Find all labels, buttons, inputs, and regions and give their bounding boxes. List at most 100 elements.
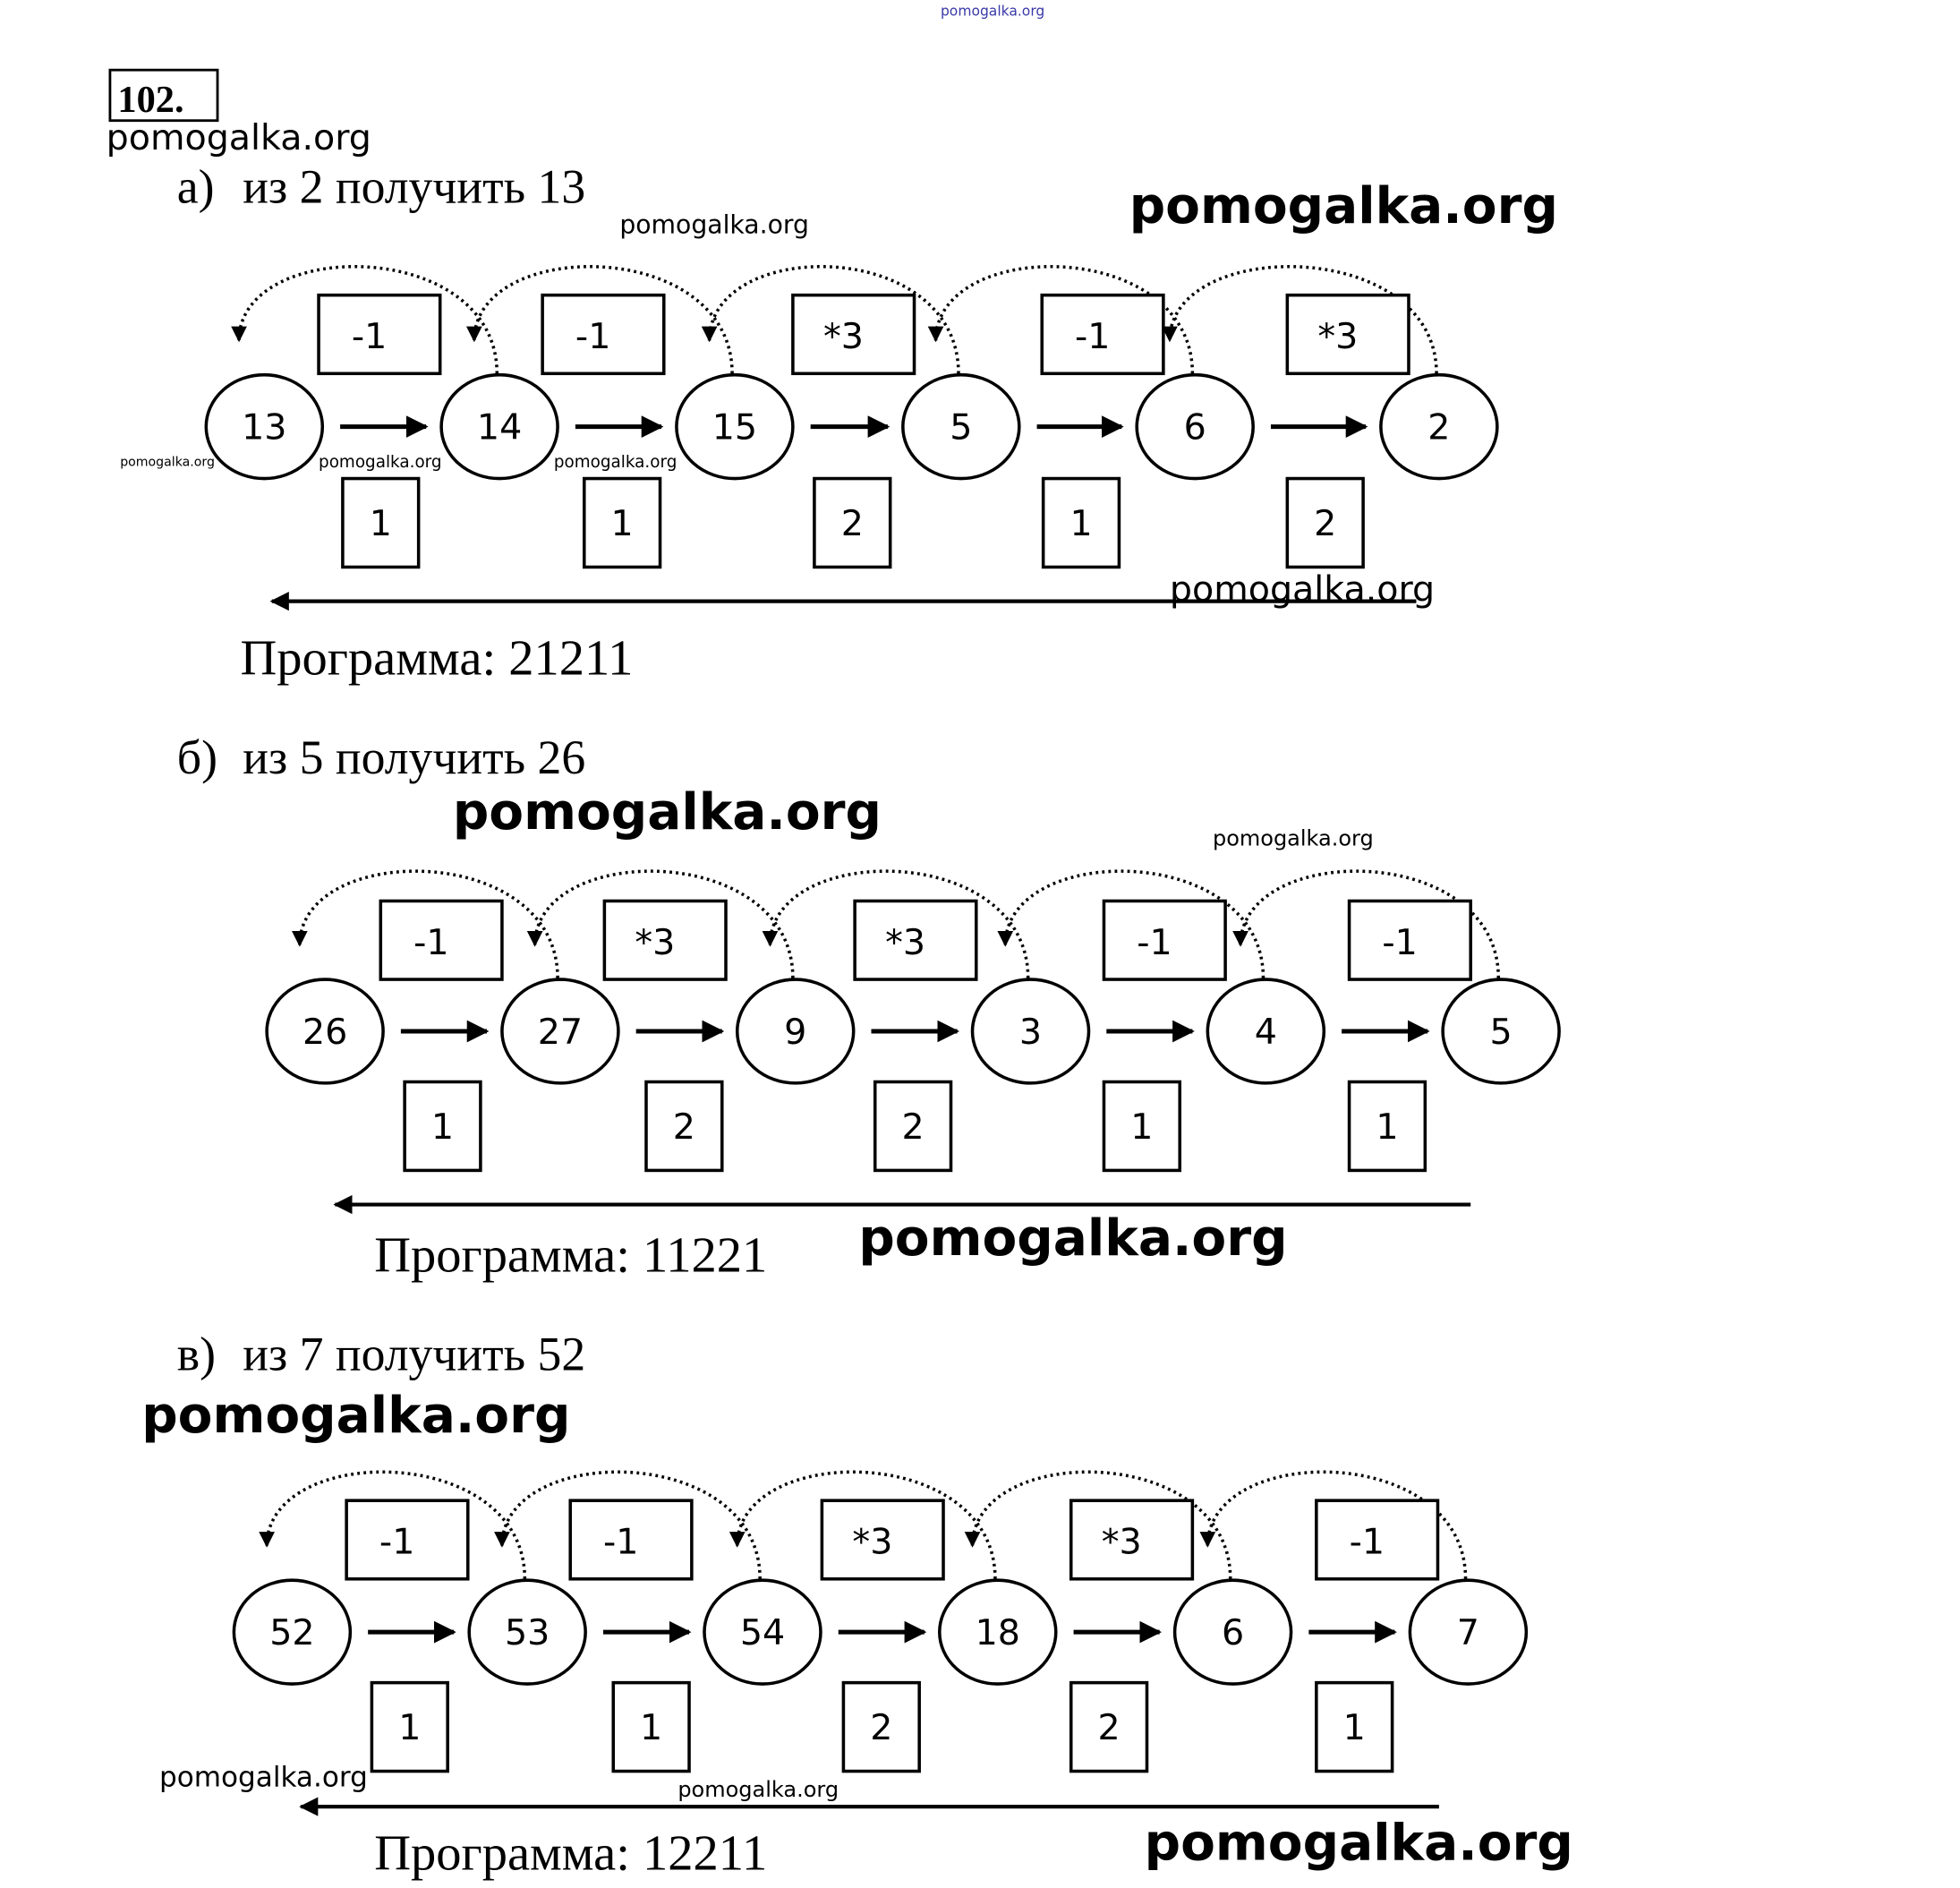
program-result: Программа: 11221 (374, 1227, 767, 1283)
watermark: pomogalka.org (159, 1761, 368, 1793)
operation-box (1102, 899, 1227, 981)
command-box (341, 476, 421, 569)
watermark: pomogalka.org (1145, 1814, 1573, 1872)
command-number: 1 (431, 1106, 454, 1148)
node: 3 (970, 978, 1091, 1085)
operation-label: -1 (352, 316, 387, 357)
command-number: 1 (1130, 1106, 1153, 1148)
watermark: pomogalka.org (619, 209, 809, 239)
watermark: pomogalka.org (319, 453, 442, 472)
back-arrow-icon (231, 265, 499, 374)
node-value: 13 (242, 407, 286, 449)
section-label: а) (177, 160, 215, 214)
node-value: 53 (505, 1612, 550, 1653)
node-value: 52 (269, 1612, 314, 1653)
command-box (644, 1080, 724, 1173)
command-number: 1 (611, 503, 634, 544)
watermark: pomogalka.org (677, 1777, 839, 1802)
node: 4 (1206, 978, 1326, 1085)
back-arrow-icon (997, 869, 1265, 978)
watermark: pomogalka.org (120, 455, 215, 469)
command-number: 2 (673, 1106, 695, 1148)
operation-label: *3 (1317, 316, 1358, 357)
watermark: pomogalka.org (858, 1209, 1287, 1268)
node-ellipse (467, 1578, 587, 1686)
command-number: 1 (1376, 1106, 1398, 1148)
program-result: Программа: 12211 (374, 1826, 767, 1882)
node: 26 (265, 978, 385, 1085)
operation-label: -1 (603, 1522, 638, 1563)
command-number: 1 (1069, 503, 1092, 544)
back-arrow-icon (762, 869, 1030, 978)
command-number: 2 (1098, 1707, 1121, 1748)
operation-box (791, 293, 916, 376)
node: 14 (439, 372, 559, 481)
operation-label: *3 (885, 922, 925, 963)
node: 9 (735, 978, 856, 1085)
operation-box (1347, 899, 1472, 981)
node-value: 27 (538, 1012, 583, 1053)
node-ellipse (703, 1578, 822, 1686)
node-ellipse (901, 372, 1021, 481)
operation-box (602, 899, 728, 981)
watermark-group: pomogalka.org pomogalka.org pomogalka.or… (107, 117, 1573, 1872)
problem-number: 102. (117, 79, 183, 121)
command-box (841, 1680, 921, 1773)
operation-box (1040, 293, 1165, 376)
node: 15 (675, 372, 795, 481)
operation-box (379, 899, 504, 981)
watermark: pomogalka.org (554, 453, 677, 472)
node: 6 (1172, 1578, 1293, 1686)
back-arrow-icon (964, 1470, 1232, 1579)
node: 2 (1379, 372, 1499, 481)
operation-box (568, 1499, 694, 1581)
node: 53 (467, 1578, 587, 1686)
operation-label: *3 (852, 1522, 892, 1563)
operation-box (1285, 293, 1410, 376)
operation-label: -1 (379, 1522, 414, 1563)
node-value: 6 (1222, 1612, 1244, 1653)
operation-label: -1 (413, 922, 448, 963)
command-box (1315, 1680, 1394, 1773)
back-arrow-icon (466, 265, 734, 374)
problem-number-box (108, 68, 219, 123)
node-value: 5 (950, 407, 972, 449)
watermark: pomogalka.org (107, 117, 371, 158)
command-number: 1 (370, 503, 392, 544)
operation-box (317, 293, 442, 376)
node: 27 (500, 978, 620, 1085)
command-number: 1 (398, 1707, 421, 1748)
operation-box (1069, 1499, 1195, 1581)
node-ellipse (735, 978, 856, 1085)
command-box (1069, 1680, 1149, 1773)
node: 52 (232, 1578, 353, 1686)
back-arrow-icon (494, 1470, 762, 1579)
node: 5 (901, 372, 1021, 481)
back-arrow-icon (927, 265, 1195, 374)
operation-label: *3 (1102, 1522, 1142, 1563)
node: 18 (938, 1578, 1058, 1686)
node-value: 2 (1427, 407, 1450, 449)
node-ellipse (500, 978, 620, 1085)
command-box (370, 1680, 449, 1773)
node: 6 (1135, 372, 1255, 481)
operation-label: -1 (575, 316, 610, 357)
back-arrow-icon (729, 1470, 997, 1579)
command-box (611, 1680, 691, 1773)
back-arrow-icon (1199, 1470, 1468, 1579)
node-ellipse (439, 372, 559, 481)
back-arrow-icon (1232, 869, 1501, 978)
command-number: 2 (1314, 503, 1336, 544)
back-arrow-icon (526, 869, 795, 978)
command-box (1347, 1080, 1427, 1173)
node-ellipse (1135, 372, 1255, 481)
section-title: из 5 получить 26 (243, 730, 585, 784)
back-arrow-icon (259, 1470, 527, 1579)
back-arrow-icon (292, 869, 559, 978)
node-ellipse (204, 372, 325, 481)
node-ellipse (1379, 372, 1499, 481)
operation-label: -1 (1137, 922, 1172, 963)
command-number: 2 (841, 503, 864, 544)
command-box (1102, 1080, 1182, 1173)
